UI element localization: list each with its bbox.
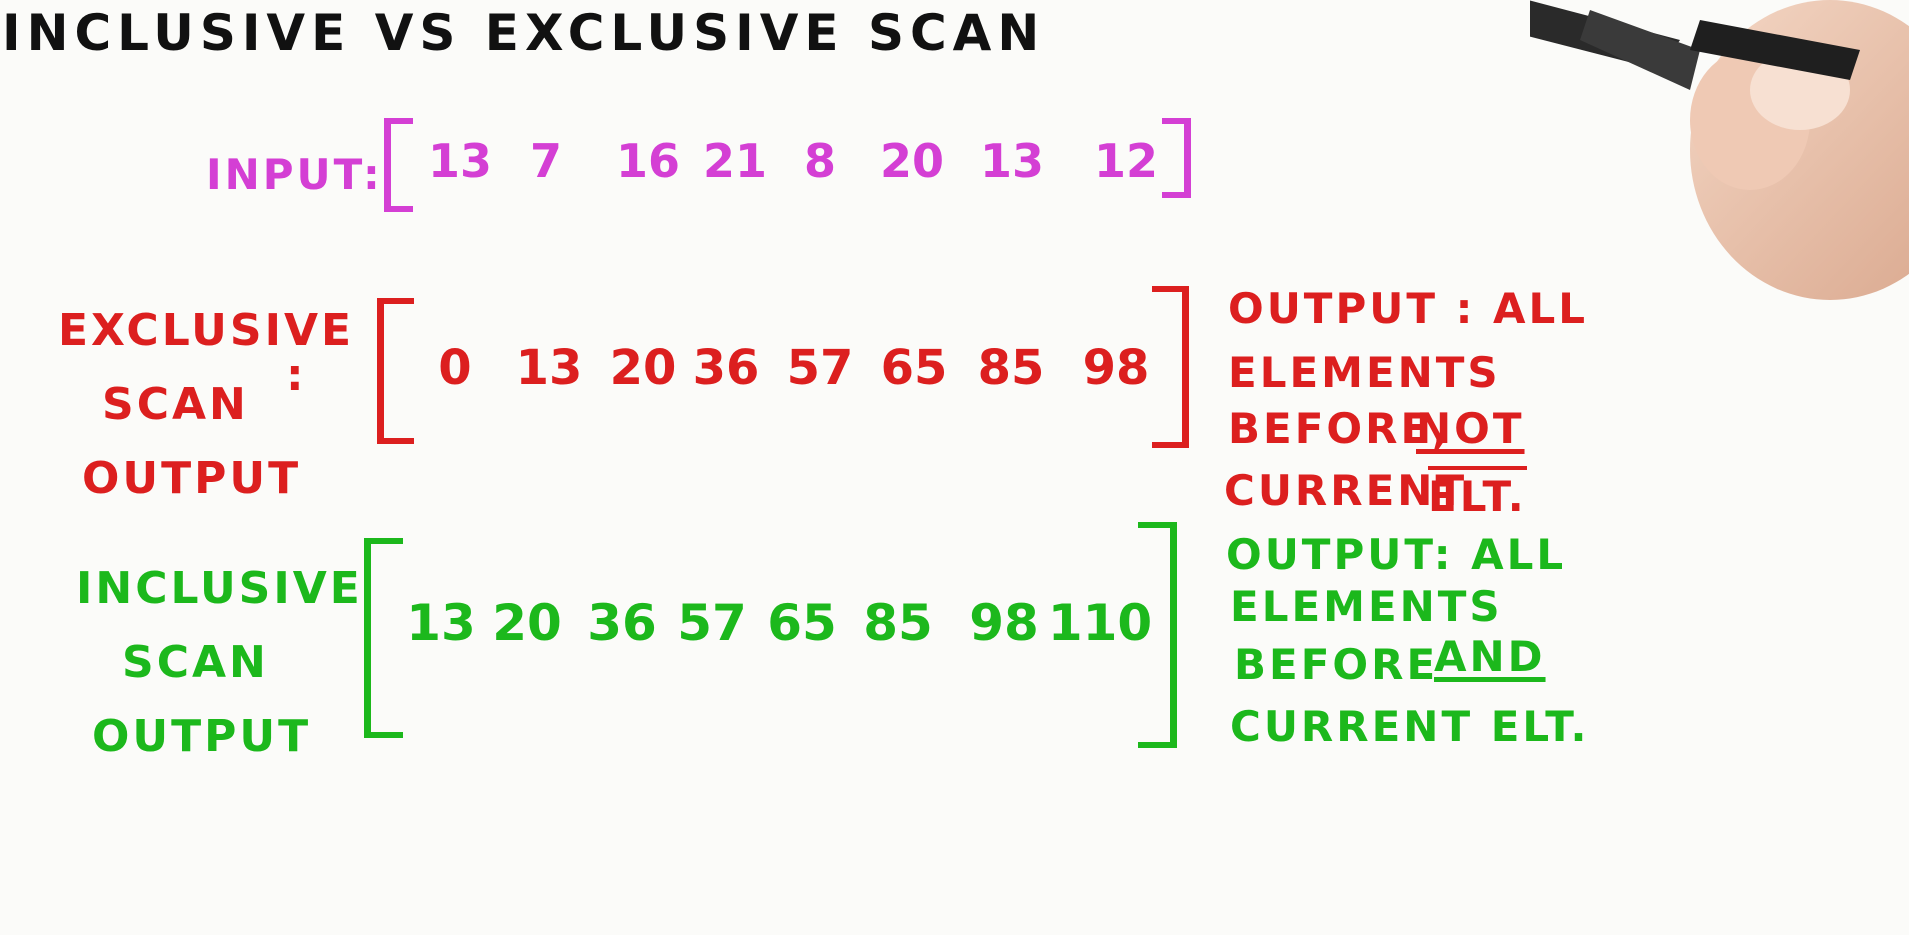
exclusive-value: 0 [438,340,472,396]
exclusive-value: 13 [515,340,583,396]
inclusive-label-line-1: INCLUSIVE [76,563,363,614]
inclusive-right-bracket [1138,522,1177,748]
exclusive-note-line-3: BEFORE, [1228,404,1452,453]
input-value: 13 [979,134,1045,188]
input-value: 13 [427,134,493,188]
exclusive-note-line-2: ELEMENTS [1228,348,1501,397]
input-value: 16 [615,134,681,188]
inclusive-note-line-3: BEFORE [1234,640,1439,689]
input-label: INPUT: [206,138,383,212]
input-label-text: INPUT: [206,150,383,199]
inclusive-label-line-2: SCAN [122,637,269,688]
input-right-bracket [1162,118,1191,198]
exclusive-value: 57 [786,340,854,396]
inclusive-note-line-1: OUTPUT: ALL [1226,530,1567,579]
exclusive-value: 85 [977,340,1045,396]
exclusive-note-line-4b: ELT. [1428,466,1527,521]
exclusive-note-line-4a: CURRENT [1224,466,1468,515]
exclusive-note-not: NOT [1416,404,1525,453]
inclusive-note-line-2: ELEMENTS [1230,582,1503,631]
input-value: 21 [702,134,768,188]
inclusive-value: 13 [406,594,476,652]
exclusive-value: 36 [692,340,760,396]
exclusive-label: EXCLUSIVE SCAN OUTPUT [58,294,354,516]
exclusive-value: 20 [609,340,677,396]
exclusive-value: 65 [880,340,948,396]
exclusive-value: 98 [1082,340,1150,396]
input-value: 20 [879,134,945,188]
inclusive-value: 57 [677,594,747,652]
exclusive-label-line-3: OUTPUT [82,453,302,504]
inclusive-value: 110 [1047,594,1153,652]
inclusive-value: 98 [969,594,1039,652]
inclusive-left-bracket [364,538,403,738]
exclusive-note-line-1: OUTPUT : ALL [1228,284,1589,333]
input-value: 8 [803,134,837,188]
inclusive-label-line-3: OUTPUT [92,711,312,762]
inclusive-note-and: AND [1434,632,1546,681]
page-title: INCLUSIVE VS EXCLUSIVE SCAN [2,4,1046,62]
input-value: 12 [1093,134,1159,188]
exclusive-right-bracket [1152,286,1189,448]
pen-hand-illustration [1530,0,1909,300]
inclusive-label: INCLUSIVE SCAN OUTPUT [76,552,363,774]
inclusive-value: 20 [492,594,562,652]
input-value: 7 [529,134,563,188]
exclusive-label-line-2: SCAN [102,379,249,430]
inclusive-value: 36 [587,594,657,652]
inclusive-note-line-4: CURRENT ELT. [1230,702,1590,751]
input-left-bracket [384,118,413,212]
inclusive-value: 65 [767,594,837,652]
inclusive-value: 85 [863,594,933,652]
exclusive-left-bracket [377,298,414,444]
exclusive-colon: : [286,350,307,401]
exclusive-label-line-1: EXCLUSIVE [58,305,355,356]
